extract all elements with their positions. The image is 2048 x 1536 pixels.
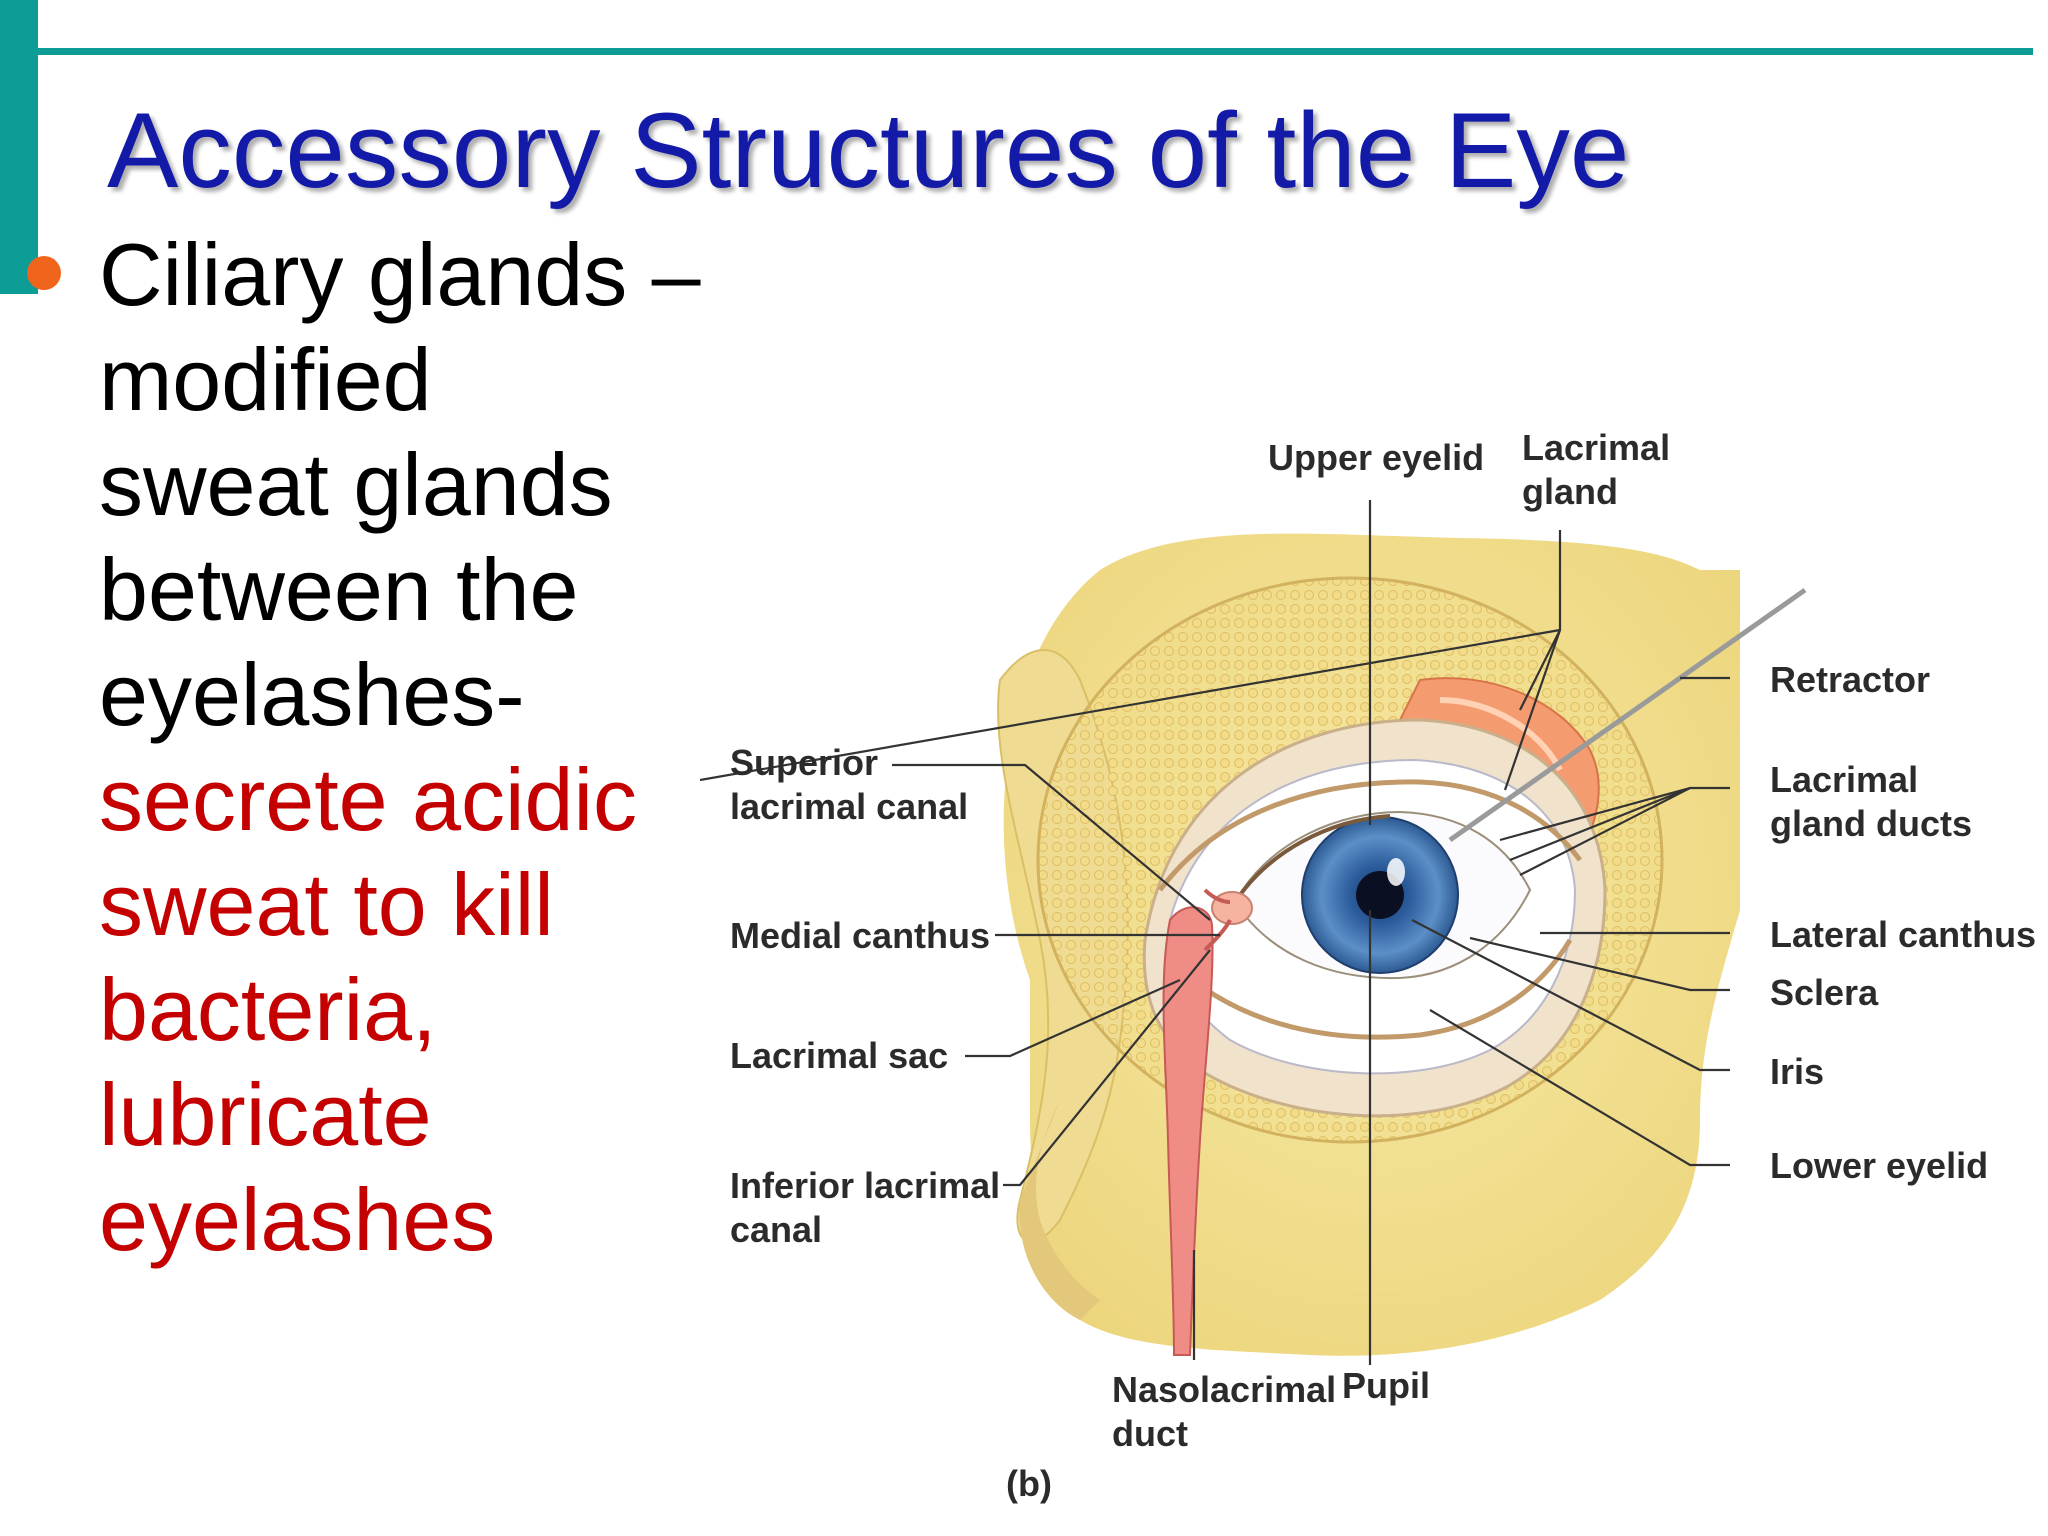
bullet-line: Ciliary glands – (99, 225, 701, 324)
figure-labels: Upper eyelid Lacrimal gland Retractor La… (730, 427, 2036, 1504)
slide-title: Accessory Structures of the Eye (107, 90, 1630, 210)
label-lacrimal-sac: Lacrimal sac (730, 1035, 948, 1076)
label-sclera: Sclera (1770, 972, 1879, 1013)
label-retractor: Retractor (1770, 659, 1930, 700)
label-lateral-canthus: Lateral canthus (1770, 914, 2036, 955)
retractor-instrument (1448, 587, 1807, 843)
label-inferior-lacrimal-canal: Inferior lacrimal canal (730, 1165, 1010, 1250)
label-nasolacrimal-duct: Nasolacrimal duct (1112, 1369, 1346, 1454)
label-lacrimal-gland: Lacrimal gland (1522, 427, 1680, 512)
label-lower-eyelid: Lower eyelid (1770, 1145, 1988, 1186)
accent-bar-vertical (0, 0, 38, 294)
label-upper-eyelid: Upper eyelid (1268, 437, 1484, 478)
eye-anatomy-figure: Upper eyelid Lacrimal gland Retractor La… (700, 427, 2036, 1504)
label-pupil: Pupil (1342, 1365, 1430, 1406)
bullet-text: Ciliary glands – modified sweat glands b… (99, 222, 719, 1272)
highlight-line: secrete acidic (99, 750, 638, 849)
highlight-line: eyelashes (99, 1170, 496, 1269)
highlight-line: sweat to kill (99, 855, 554, 954)
bullet-line: modified (99, 330, 432, 429)
label-iris: Iris (1770, 1051, 1824, 1092)
bullet-line: between the (99, 540, 579, 639)
bullet-point-icon (27, 256, 61, 290)
label-lacrimal-gland-ducts: Lacrimal gland ducts (1770, 759, 1972, 844)
highlight-line: bacteria, (99, 960, 437, 1059)
eyeball (1233, 810, 1532, 980)
bullet-line: sweat glands (99, 435, 613, 534)
label-medial-canthus: Medial canthus (730, 915, 990, 956)
label-superior-lacrimal-canal: Superior lacrimal canal (730, 742, 968, 827)
panel-label: (b) (1006, 1463, 1052, 1504)
eye-anatomy-diagram: Upper eyelid Lacrimal gland Retractor La… (700, 420, 2048, 1530)
caruncle (1211, 891, 1253, 925)
leader-lines (700, 500, 1730, 1365)
bullet-line: eyelashes- (99, 645, 525, 744)
highlight-line: lubricate (99, 1065, 432, 1164)
accent-bar-horizontal (36, 48, 2033, 55)
